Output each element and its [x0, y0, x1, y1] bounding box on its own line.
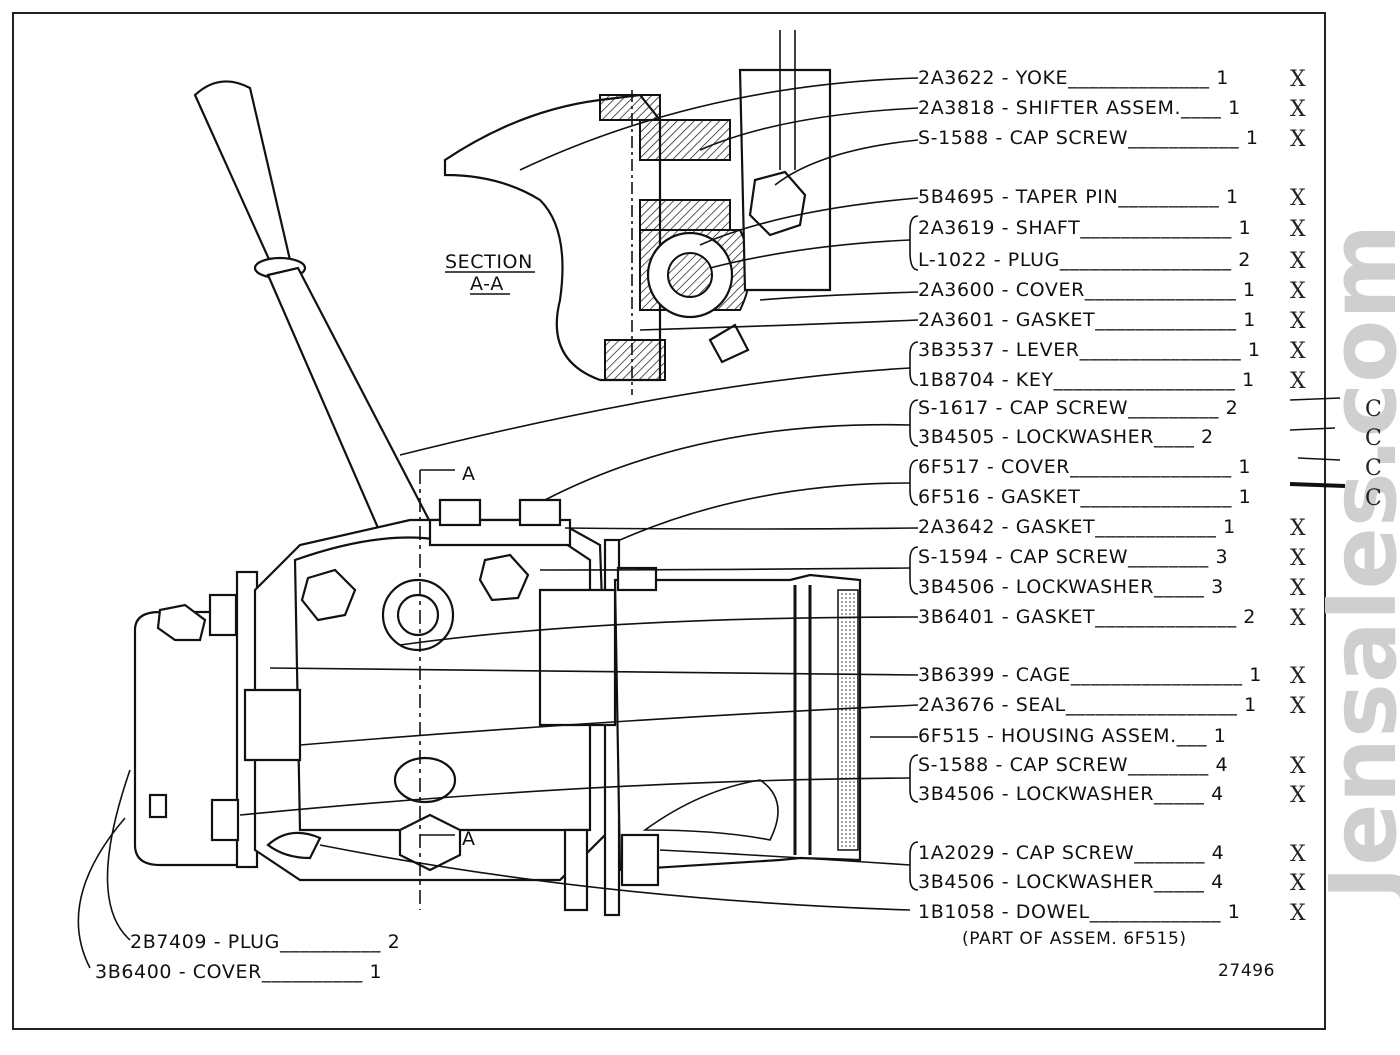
part-label: 3B4505 - LOCKWASHER____ 2 [918, 426, 1214, 448]
part-label: 5B4695 - TAPER PIN__________ 1 [918, 186, 1239, 208]
part-label: 3B4506 - LOCKWASHER_____ 4 [918, 871, 1224, 893]
pencil-strokes [1289, 397, 1346, 488]
shifter-lever [193, 80, 457, 592]
part-label: 1B1058 - DOWEL_____________ 1 [918, 901, 1240, 923]
pencil-x-mark: X [1290, 339, 1306, 364]
part-label: 3B6399 - CAGE_________________ 1 [918, 664, 1262, 686]
leader-lines [77, 77, 919, 969]
pencil-x-mark: X [1290, 67, 1306, 92]
pencil-x-mark: X [1290, 664, 1306, 689]
part-label: 1B8704 - KEY__________________ 1 [918, 369, 1255, 391]
pencil-x-mark: X [1290, 217, 1306, 242]
part-label: S-1594 - CAP SCREW________ 3 [918, 546, 1228, 568]
part-label: 6F516 - GASKET_______________ 1 [918, 486, 1251, 508]
part-label: 6F517 - COVER________________ 1 [918, 456, 1251, 478]
pencil-c-mark: C [1365, 456, 1382, 481]
part-label: S-1588 - CAP SCREW________ 4 [918, 754, 1228, 776]
part-label: 2A3818 - SHIFTER ASSEM.____ 1 [918, 97, 1241, 119]
pencil-x-mark: X [1290, 783, 1306, 808]
pencil-x-mark: X [1290, 871, 1306, 896]
part-label: 2A3622 - YOKE______________ 1 [918, 67, 1229, 89]
label-braces [909, 215, 919, 891]
part-label: 2A3619 - SHAFT_______________ 1 [918, 217, 1251, 239]
dowel-note: (PART OF ASSEM. 6F515) [962, 929, 1187, 949]
section-marker-bottom: A [462, 828, 476, 850]
pencil-x-mark: X [1290, 279, 1306, 304]
left-label-column: 2B7409 - PLUG__________ 2 3B6400 - COVER_… [95, 931, 400, 983]
pencil-c-mark: C [1365, 486, 1382, 511]
pencil-x-mark: X [1290, 694, 1306, 719]
part-label: L-1022 - PLUG_________________ 2 [918, 249, 1251, 271]
section-title-line1: SECTION [445, 251, 533, 273]
part-label: 3B4506 - LOCKWASHER_____ 3 [918, 576, 1224, 598]
pencil-x-mark: X [1290, 546, 1306, 571]
pencil-x-mark: X [1290, 901, 1306, 926]
part-label: 6F515 - HOUSING ASSEM.___ 1 [918, 725, 1226, 747]
watermark: Jensales.com [1310, 224, 1400, 906]
part-label: 1A2029 - CAP SCREW_______ 4 [918, 842, 1224, 864]
right-label-column: 2A3622 - YOKE______________ 1 X 2A3818 - S… [918, 67, 1382, 926]
pencil-x-mark: X [1290, 606, 1306, 631]
pencil-x-mark: X [1290, 842, 1306, 867]
section-title-line2: A-A [470, 273, 504, 295]
pencil-x-mark: X [1290, 516, 1306, 541]
main-housing: A A [133, 463, 862, 917]
pencil-c-mark: C [1365, 426, 1382, 451]
section-marker-top: A [462, 463, 476, 485]
part-label: 2A3600 - COVER_______________ 1 [918, 279, 1256, 301]
part-label: 2A3601 - GASKET______________ 1 [918, 309, 1256, 331]
part-label: S-1588 - CAP SCREW___________ 1 [918, 127, 1259, 149]
pencil-x-mark: X [1290, 127, 1306, 152]
pencil-x-mark: X [1290, 754, 1306, 779]
part-label: 3B6401 - GASKET______________ 2 [918, 606, 1256, 628]
pencil-x-mark: X [1290, 97, 1306, 122]
pencil-x-mark: X [1290, 249, 1306, 274]
part-label: 3B4506 - LOCKWASHER_____ 4 [918, 783, 1224, 805]
part-label: 2A3642 - GASKET____________ 1 [918, 516, 1236, 538]
pencil-x-mark: X [1290, 369, 1306, 394]
part-label: 2A3676 - SEAL_________________ 1 [918, 694, 1257, 716]
part-label: 3B6400 - COVER__________ 1 [95, 961, 382, 983]
pencil-x-mark: X [1290, 186, 1306, 211]
part-label: 2B7409 - PLUG__________ 2 [130, 931, 400, 953]
part-label: 3B3537 - LEVER________________ 1 [918, 339, 1261, 361]
part-label: S-1617 - CAP SCREW_________ 2 [918, 397, 1238, 419]
pencil-x-mark: X [1290, 576, 1306, 601]
pencil-c-mark: C [1365, 397, 1382, 422]
section-a-a-view: SECTION A-A [443, 30, 832, 395]
drawing-number: 27496 [1218, 961, 1275, 981]
pencil-x-mark: X [1290, 309, 1306, 334]
